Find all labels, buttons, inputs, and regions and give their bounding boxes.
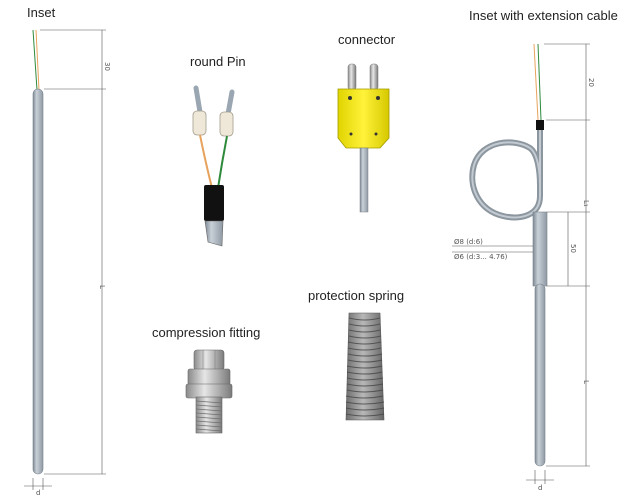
ext-dim-top: 20 [587,78,595,87]
inset-drawing: 30 L d [24,29,111,496]
round-pin-sleeve-left [192,110,207,136]
inset-dimensions [24,29,106,490]
inset-dim-dia: d [36,489,40,496]
connector-pin-right [369,63,379,91]
ext-sleeve [532,211,548,287]
ext-dim-sleeve: 50 [569,244,577,253]
connector-pin-left [347,63,357,91]
ext-dim-cable: L₁ [582,200,590,207]
inset-extension-title: Inset with extension cable [469,8,618,23]
protection-spring-label: protection spring [308,288,405,303]
inset-title: Inset [27,5,56,20]
ext-tube [534,283,546,467]
inset-wire-orange [35,29,40,91]
inset-tube [32,88,44,475]
ext-dim-d2: Ø6 (d:3... 4.76) [454,253,508,261]
round-pin-label: round Pin [190,54,246,69]
protection-spring-drawing [345,312,385,421]
inset-wire-green [32,29,38,91]
connector-tube [359,147,369,213]
inset-dim-top: 30 [103,62,111,71]
round-pin-drawing [192,85,235,247]
ext-cable-head [536,120,544,130]
compression-fitting-drawing [185,349,233,434]
ext-dimensions [452,43,590,484]
compression-fitting-label: compression fitting [152,325,261,340]
connector-body [337,88,390,149]
ext-dim-dia: d [538,484,542,492]
connector-label: connector [338,32,396,47]
ext-dim-length: L [582,380,590,384]
connector-drawing [337,63,390,213]
round-pin-sleeve-right [219,111,234,137]
inset-dim-length: L [98,285,106,289]
inset-extension-drawing: 20 L₁ 50 Ø8 (d:6) Ø6 (d:3... 4.76) L d [452,43,595,492]
round-pin-shrink-sleeve [204,185,224,221]
ext-dim-d1: Ø8 (d:6) [454,238,483,246]
